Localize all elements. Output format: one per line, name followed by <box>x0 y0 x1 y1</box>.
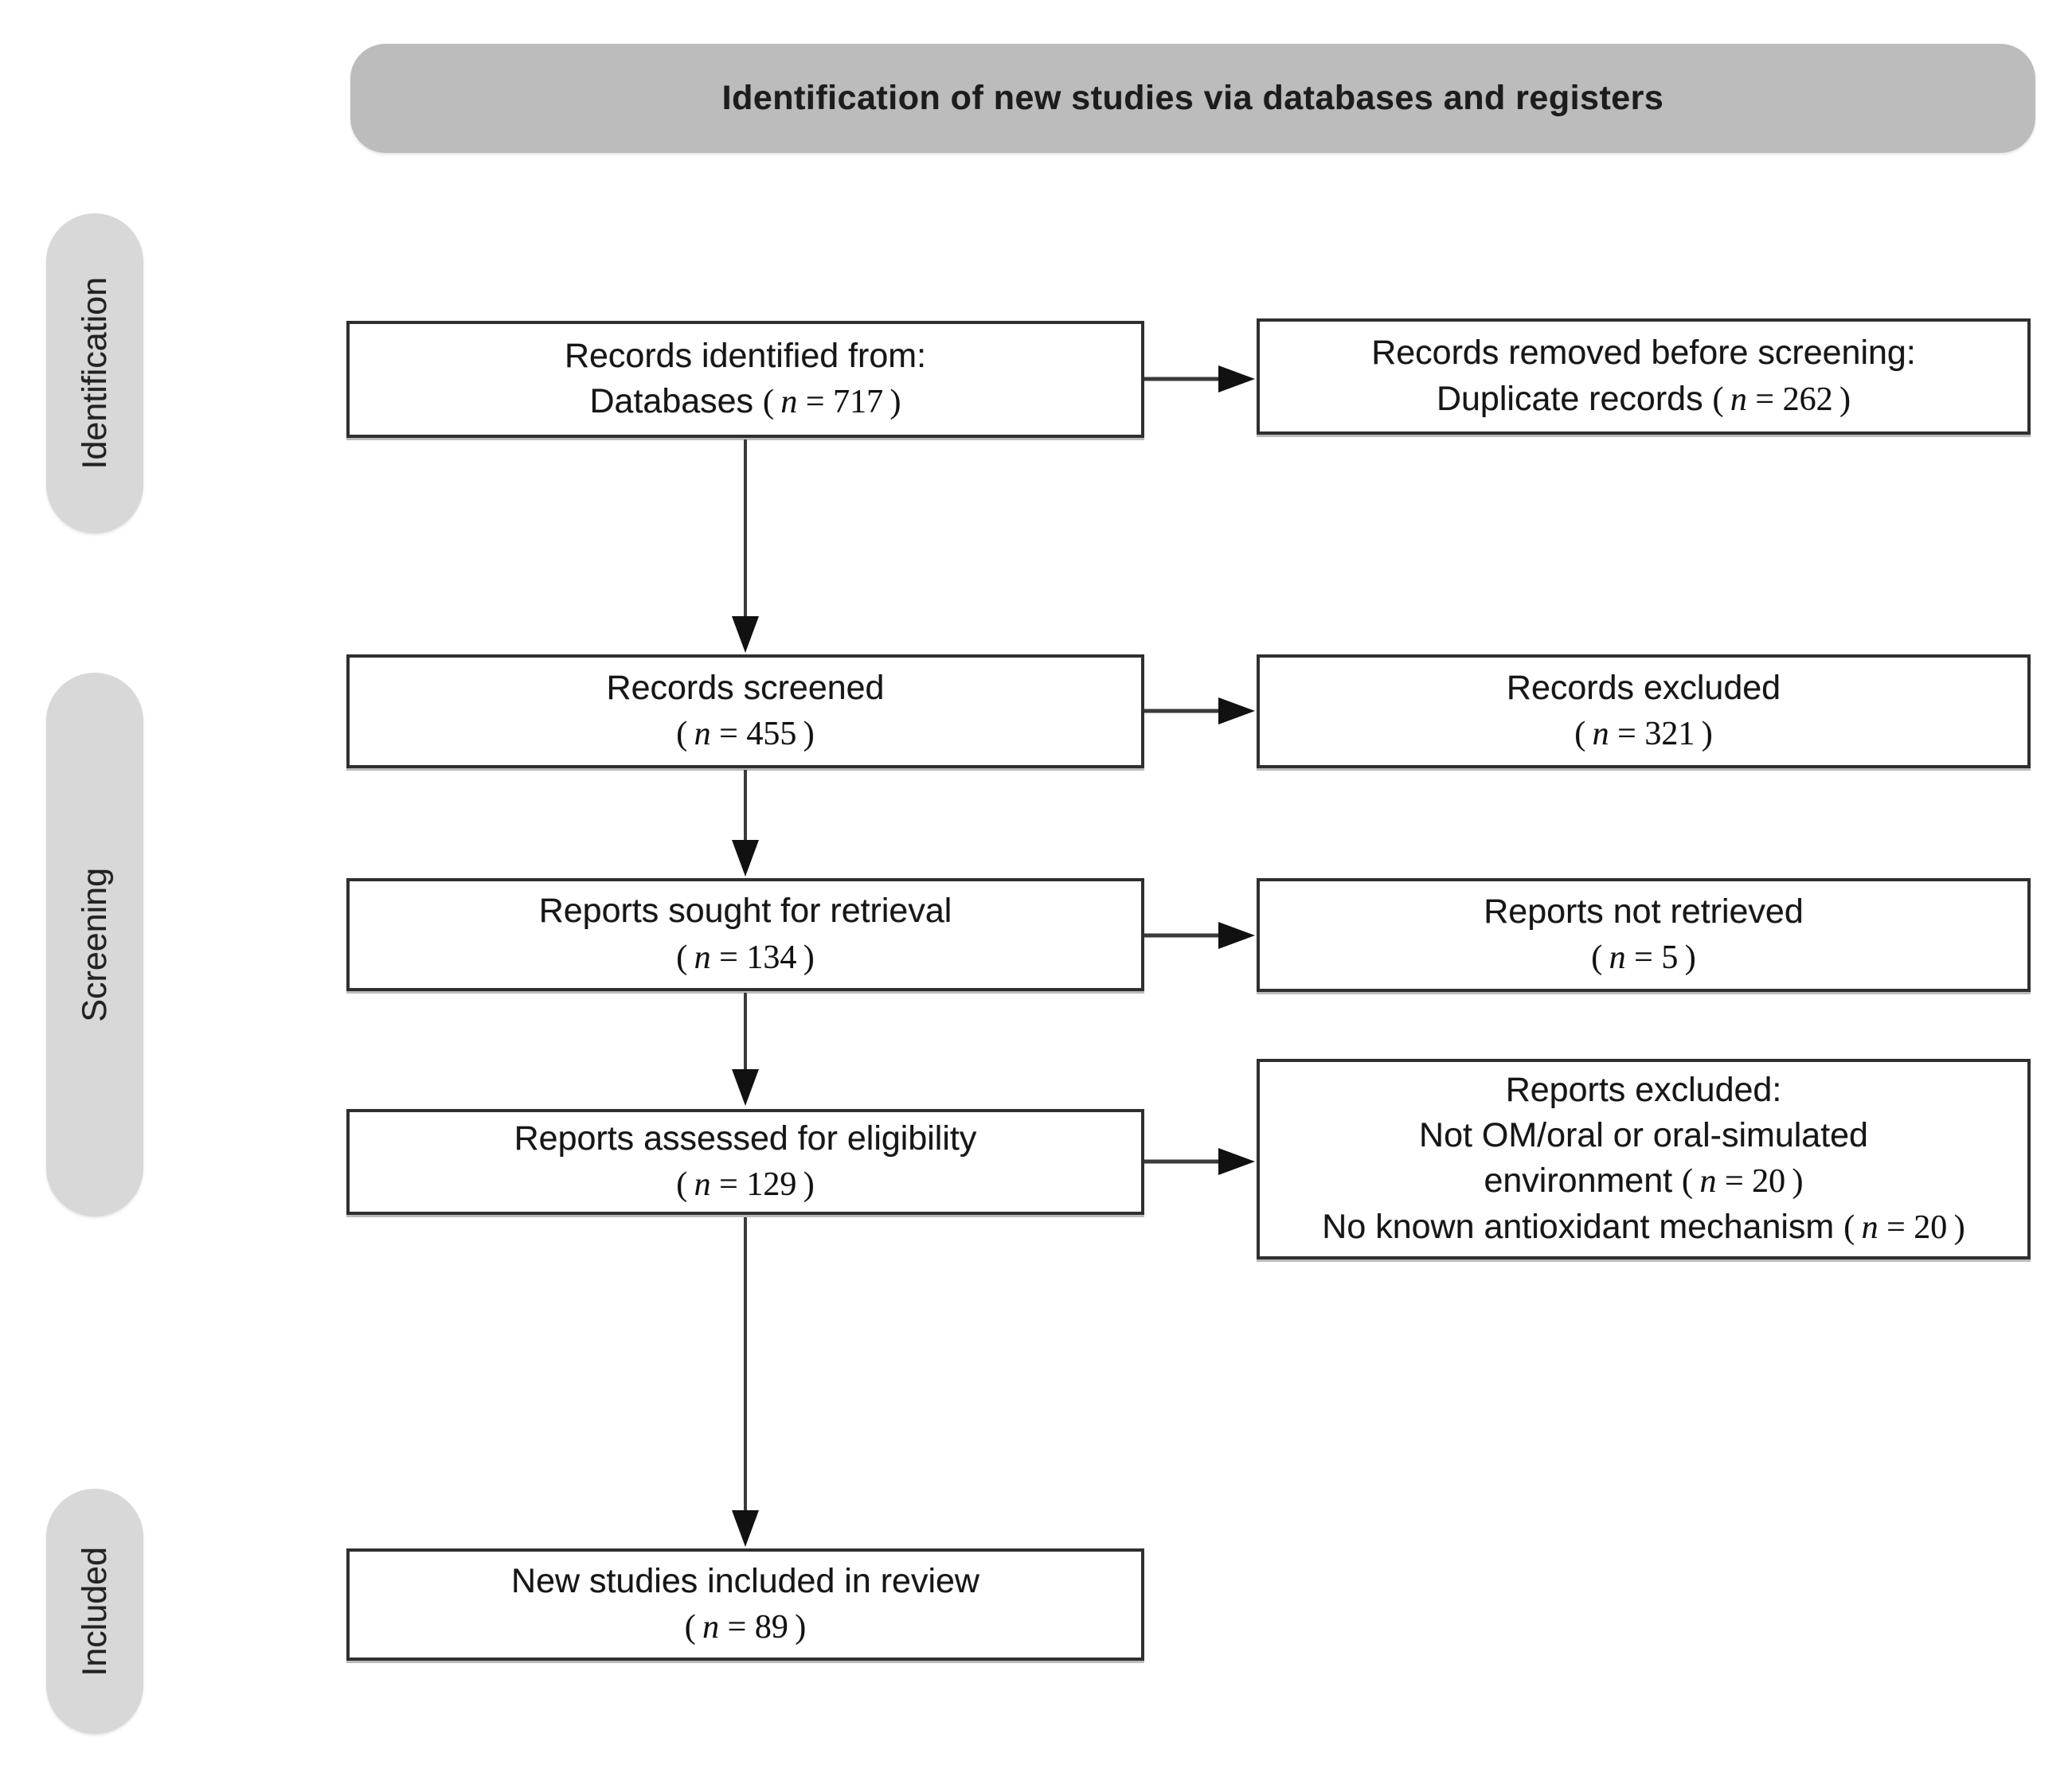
n-count: ( n = 5 ) <box>1591 939 1696 977</box>
arrowhead-assessed-to-included <box>732 1510 759 1547</box>
stage-label-identification: Identification <box>46 213 143 533</box>
box-line: ( n = 5 ) <box>1591 935 1696 981</box>
box-line: Records identified from: <box>564 336 927 375</box>
stage-label-included: Included <box>46 1489 143 1734</box>
box-line: ( n = 321 ) <box>1574 711 1713 757</box>
box-reports-sought: Reports sought for retrieval ( n = 134 ) <box>346 878 1144 991</box>
n-count: ( n = 20 ) <box>1843 1209 1965 1247</box>
header-title: Identification of new studies via databa… <box>721 79 1664 117</box>
box-records-screened: Records screened ( n = 455 ) <box>346 654 1144 768</box>
box-line: ( n = 134 ) <box>676 935 815 981</box>
arrowhead-sought-to-notretrieved <box>1218 922 1255 949</box>
box-records-removed-before-screening: Records removed before screening: Duplica… <box>1257 318 2031 435</box>
box-line: Not OM/oral or oral-simulated <box>1419 1116 1868 1155</box>
n-count: ( n = 89 ) <box>684 1609 807 1646</box>
box-line: ( n = 455 ) <box>676 711 815 757</box>
box-records-identified: Records identified from: Databases ( n = … <box>346 321 1144 438</box>
arrowhead-screened-to-sought <box>732 840 759 877</box>
box-line: Records excluded <box>1506 668 1781 707</box>
box-line: Duplicate records ( n = 262 ) <box>1436 379 1851 418</box>
box-records-excluded: Records excluded ( n = 321 ) <box>1257 654 2031 768</box>
box-line: Reports not retrieved <box>1484 892 1804 931</box>
stage-label-text: Identification <box>75 277 114 470</box>
box-new-studies-included: New studies included in review ( n = 89 ) <box>346 1548 1144 1661</box>
n-count: ( n = 129 ) <box>676 1166 815 1204</box>
box-line: Reports excluded: <box>1505 1070 1782 1109</box>
box-line: New studies included in review <box>511 1561 979 1600</box>
stage-label-screening: Screening <box>46 673 143 1216</box>
arrowhead-sought-to-assessed <box>732 1069 759 1106</box>
box-line: ( n = 89 ) <box>685 1604 807 1650</box>
n-count: ( n = 20 ) <box>1682 1163 1804 1201</box>
arrowhead-identified-to-removed <box>1218 365 1255 392</box>
box-reports-excluded: Reports excluded: Not OM/oral or oral-sim… <box>1257 1059 2031 1259</box>
box-line: No known antioxidant mechanism ( n = 20 … <box>1322 1208 1965 1247</box>
box-reports-not-retrieved: Reports not retrieved ( n = 5 ) <box>1257 878 2031 992</box>
box-line: Records screened <box>606 668 885 707</box>
box-line: environment ( n = 20 ) <box>1484 1162 1804 1201</box>
header-banner: Identification of new studies via databa… <box>350 44 2035 153</box>
box-line: ( n = 129 ) <box>676 1162 815 1208</box>
stage-label-text: Included <box>75 1546 114 1677</box>
box-reports-assessed: Reports assessed for eligibility ( n = 12… <box>346 1109 1144 1215</box>
box-line: Reports assessed for eligibility <box>514 1119 977 1158</box>
n-count: ( n = 455 ) <box>676 716 815 753</box>
n-count: ( n = 717 ) <box>763 384 901 421</box>
stage-label-text: Screening <box>75 867 114 1022</box>
arrowhead-identified-to-screened <box>732 616 759 653</box>
n-count: ( n = 262 ) <box>1712 381 1851 418</box>
box-line: Reports sought for retrieval <box>538 892 952 931</box>
arrowhead-assessed-to-repexcluded <box>1218 1148 1255 1175</box>
n-count: ( n = 134 ) <box>676 939 815 976</box>
box-line: Records removed before screening: <box>1371 334 1916 373</box>
box-line: Databases ( n = 717 ) <box>589 382 901 421</box>
arrowhead-screened-to-excluded <box>1218 697 1255 724</box>
n-count: ( n = 321 ) <box>1574 716 1713 753</box>
